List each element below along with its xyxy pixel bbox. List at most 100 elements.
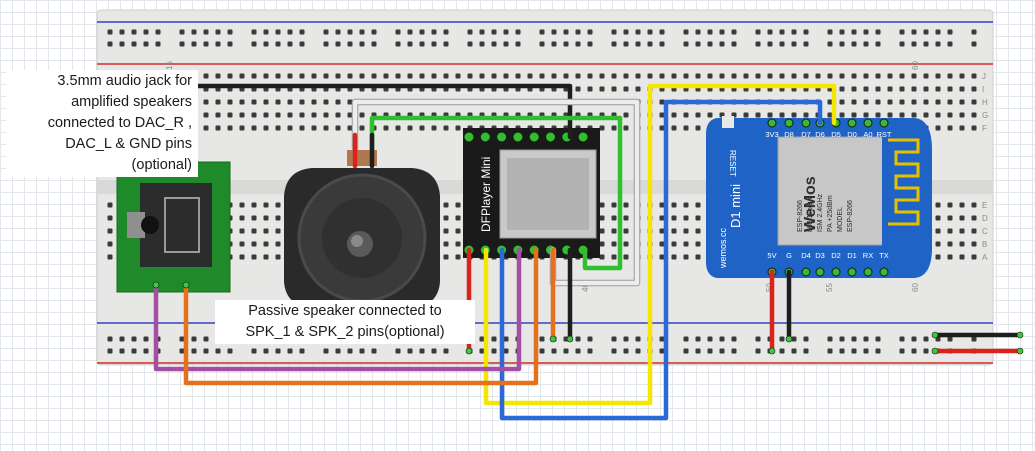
breadboard-hole bbox=[443, 241, 449, 247]
rail-hole bbox=[839, 348, 845, 354]
rail-hole bbox=[563, 29, 569, 35]
dfplayer-top-pins bbox=[463, 131, 589, 143]
breadboard-hole bbox=[959, 112, 965, 118]
breadboard-hole bbox=[695, 254, 701, 260]
row-label: H bbox=[982, 98, 988, 107]
rail-hole bbox=[227, 348, 233, 354]
breadboard-hole bbox=[503, 73, 509, 79]
rail-hole bbox=[875, 29, 881, 35]
rail-hole bbox=[539, 41, 545, 47]
d1-mini-name: D1 mini bbox=[728, 184, 743, 228]
breadboard-hole bbox=[215, 73, 221, 79]
breadboard-hole bbox=[239, 215, 245, 221]
breadboard-hole bbox=[287, 73, 293, 79]
breadboard-hole bbox=[947, 125, 953, 131]
breadboard-hole bbox=[251, 99, 257, 105]
rail-hole bbox=[191, 29, 197, 35]
rail-hole bbox=[131, 41, 137, 47]
rail-hole bbox=[251, 29, 257, 35]
d1-mini-pin-label: G bbox=[786, 251, 792, 260]
breadboard-hole bbox=[611, 228, 617, 234]
breadboard-hole bbox=[959, 202, 965, 208]
breadboard-hole bbox=[623, 215, 629, 221]
rail-hole bbox=[899, 336, 905, 342]
rail-hole bbox=[923, 348, 929, 354]
breadboard-hole bbox=[971, 125, 977, 131]
breadboard-hole bbox=[683, 241, 689, 247]
rail-hole bbox=[779, 348, 785, 354]
rail-hole bbox=[839, 336, 845, 342]
rail-hole bbox=[683, 41, 689, 47]
d1-mini-bottom-pins bbox=[767, 267, 889, 277]
rail-hole bbox=[359, 348, 365, 354]
breadboard-hole bbox=[827, 73, 833, 79]
rail-hole bbox=[791, 336, 797, 342]
rail-hole bbox=[419, 29, 425, 35]
breadboard-hole bbox=[227, 99, 233, 105]
rail-hole bbox=[623, 29, 629, 35]
breadboard-hole bbox=[935, 99, 941, 105]
breadboard-hole bbox=[611, 215, 617, 221]
rail-hole bbox=[623, 41, 629, 47]
breadboard-hole bbox=[971, 215, 977, 221]
rail-hole bbox=[431, 41, 437, 47]
breadboard-hole bbox=[683, 228, 689, 234]
audio-jack-callout-line: connected to DAC_R , bbox=[47, 115, 192, 131]
rail-hole bbox=[107, 41, 113, 47]
dfplayer-label: DFPlayer Mini bbox=[479, 157, 493, 232]
rail-hole bbox=[707, 29, 713, 35]
breadboard-hole bbox=[767, 73, 773, 79]
rail-hole bbox=[287, 348, 293, 354]
d1-mini-pin-label: D8 bbox=[784, 130, 794, 139]
rail-hole bbox=[635, 41, 641, 47]
speaker-callout-line: Passive speaker connected to bbox=[248, 303, 442, 319]
rail-hole bbox=[899, 29, 905, 35]
rail-hole bbox=[971, 41, 977, 47]
breadboard-hole bbox=[359, 112, 365, 118]
breadboard-hole bbox=[263, 215, 269, 221]
breadboard-hole bbox=[263, 99, 269, 105]
d1-mini-pin-label: 5V bbox=[767, 251, 776, 260]
speaker-dust-cap-highlight bbox=[351, 235, 363, 247]
rail-hole bbox=[479, 336, 485, 342]
breadboard-hole bbox=[215, 99, 221, 105]
breadboard-hole bbox=[347, 125, 353, 131]
breadboard-hole bbox=[395, 73, 401, 79]
rail-hole bbox=[299, 41, 305, 47]
d1-mini-pin-label: D5 bbox=[831, 130, 841, 139]
rail-hole bbox=[683, 348, 689, 354]
wemos-logo: WeMos bbox=[802, 176, 819, 232]
breadboard-hole bbox=[827, 99, 833, 105]
rail-hole bbox=[479, 348, 485, 354]
rail-hole bbox=[131, 348, 137, 354]
dfplayer-pin bbox=[577, 131, 589, 143]
breadboard-hole bbox=[899, 73, 905, 79]
rail-hole bbox=[791, 29, 797, 35]
rail-hole bbox=[575, 29, 581, 35]
breadboard-hole bbox=[107, 254, 113, 260]
breadboard-hole bbox=[827, 112, 833, 118]
breadboard-hole bbox=[659, 73, 665, 79]
esp-module-text: ESP-8266 bbox=[797, 200, 804, 232]
rail-hole bbox=[695, 41, 701, 47]
breadboard-hole bbox=[683, 254, 689, 260]
d1-mini-pin bbox=[847, 118, 857, 128]
breadboard-hole bbox=[275, 241, 281, 247]
rail-hole bbox=[119, 336, 125, 342]
breadboard-hole bbox=[311, 112, 317, 118]
d1-mini-pin-label: TX bbox=[879, 251, 889, 260]
breadboard-hole bbox=[575, 86, 581, 92]
breadboard-hole bbox=[767, 112, 773, 118]
rail-hole bbox=[143, 29, 149, 35]
dfplayer-pin bbox=[545, 131, 556, 143]
breadboard-hole bbox=[239, 125, 245, 131]
rail-hole bbox=[755, 29, 761, 35]
rail-hole bbox=[647, 29, 653, 35]
rail-hole bbox=[947, 29, 953, 35]
breadboard-hole bbox=[695, 125, 701, 131]
breadboard-hole bbox=[239, 254, 245, 260]
rail-hole bbox=[587, 336, 593, 342]
